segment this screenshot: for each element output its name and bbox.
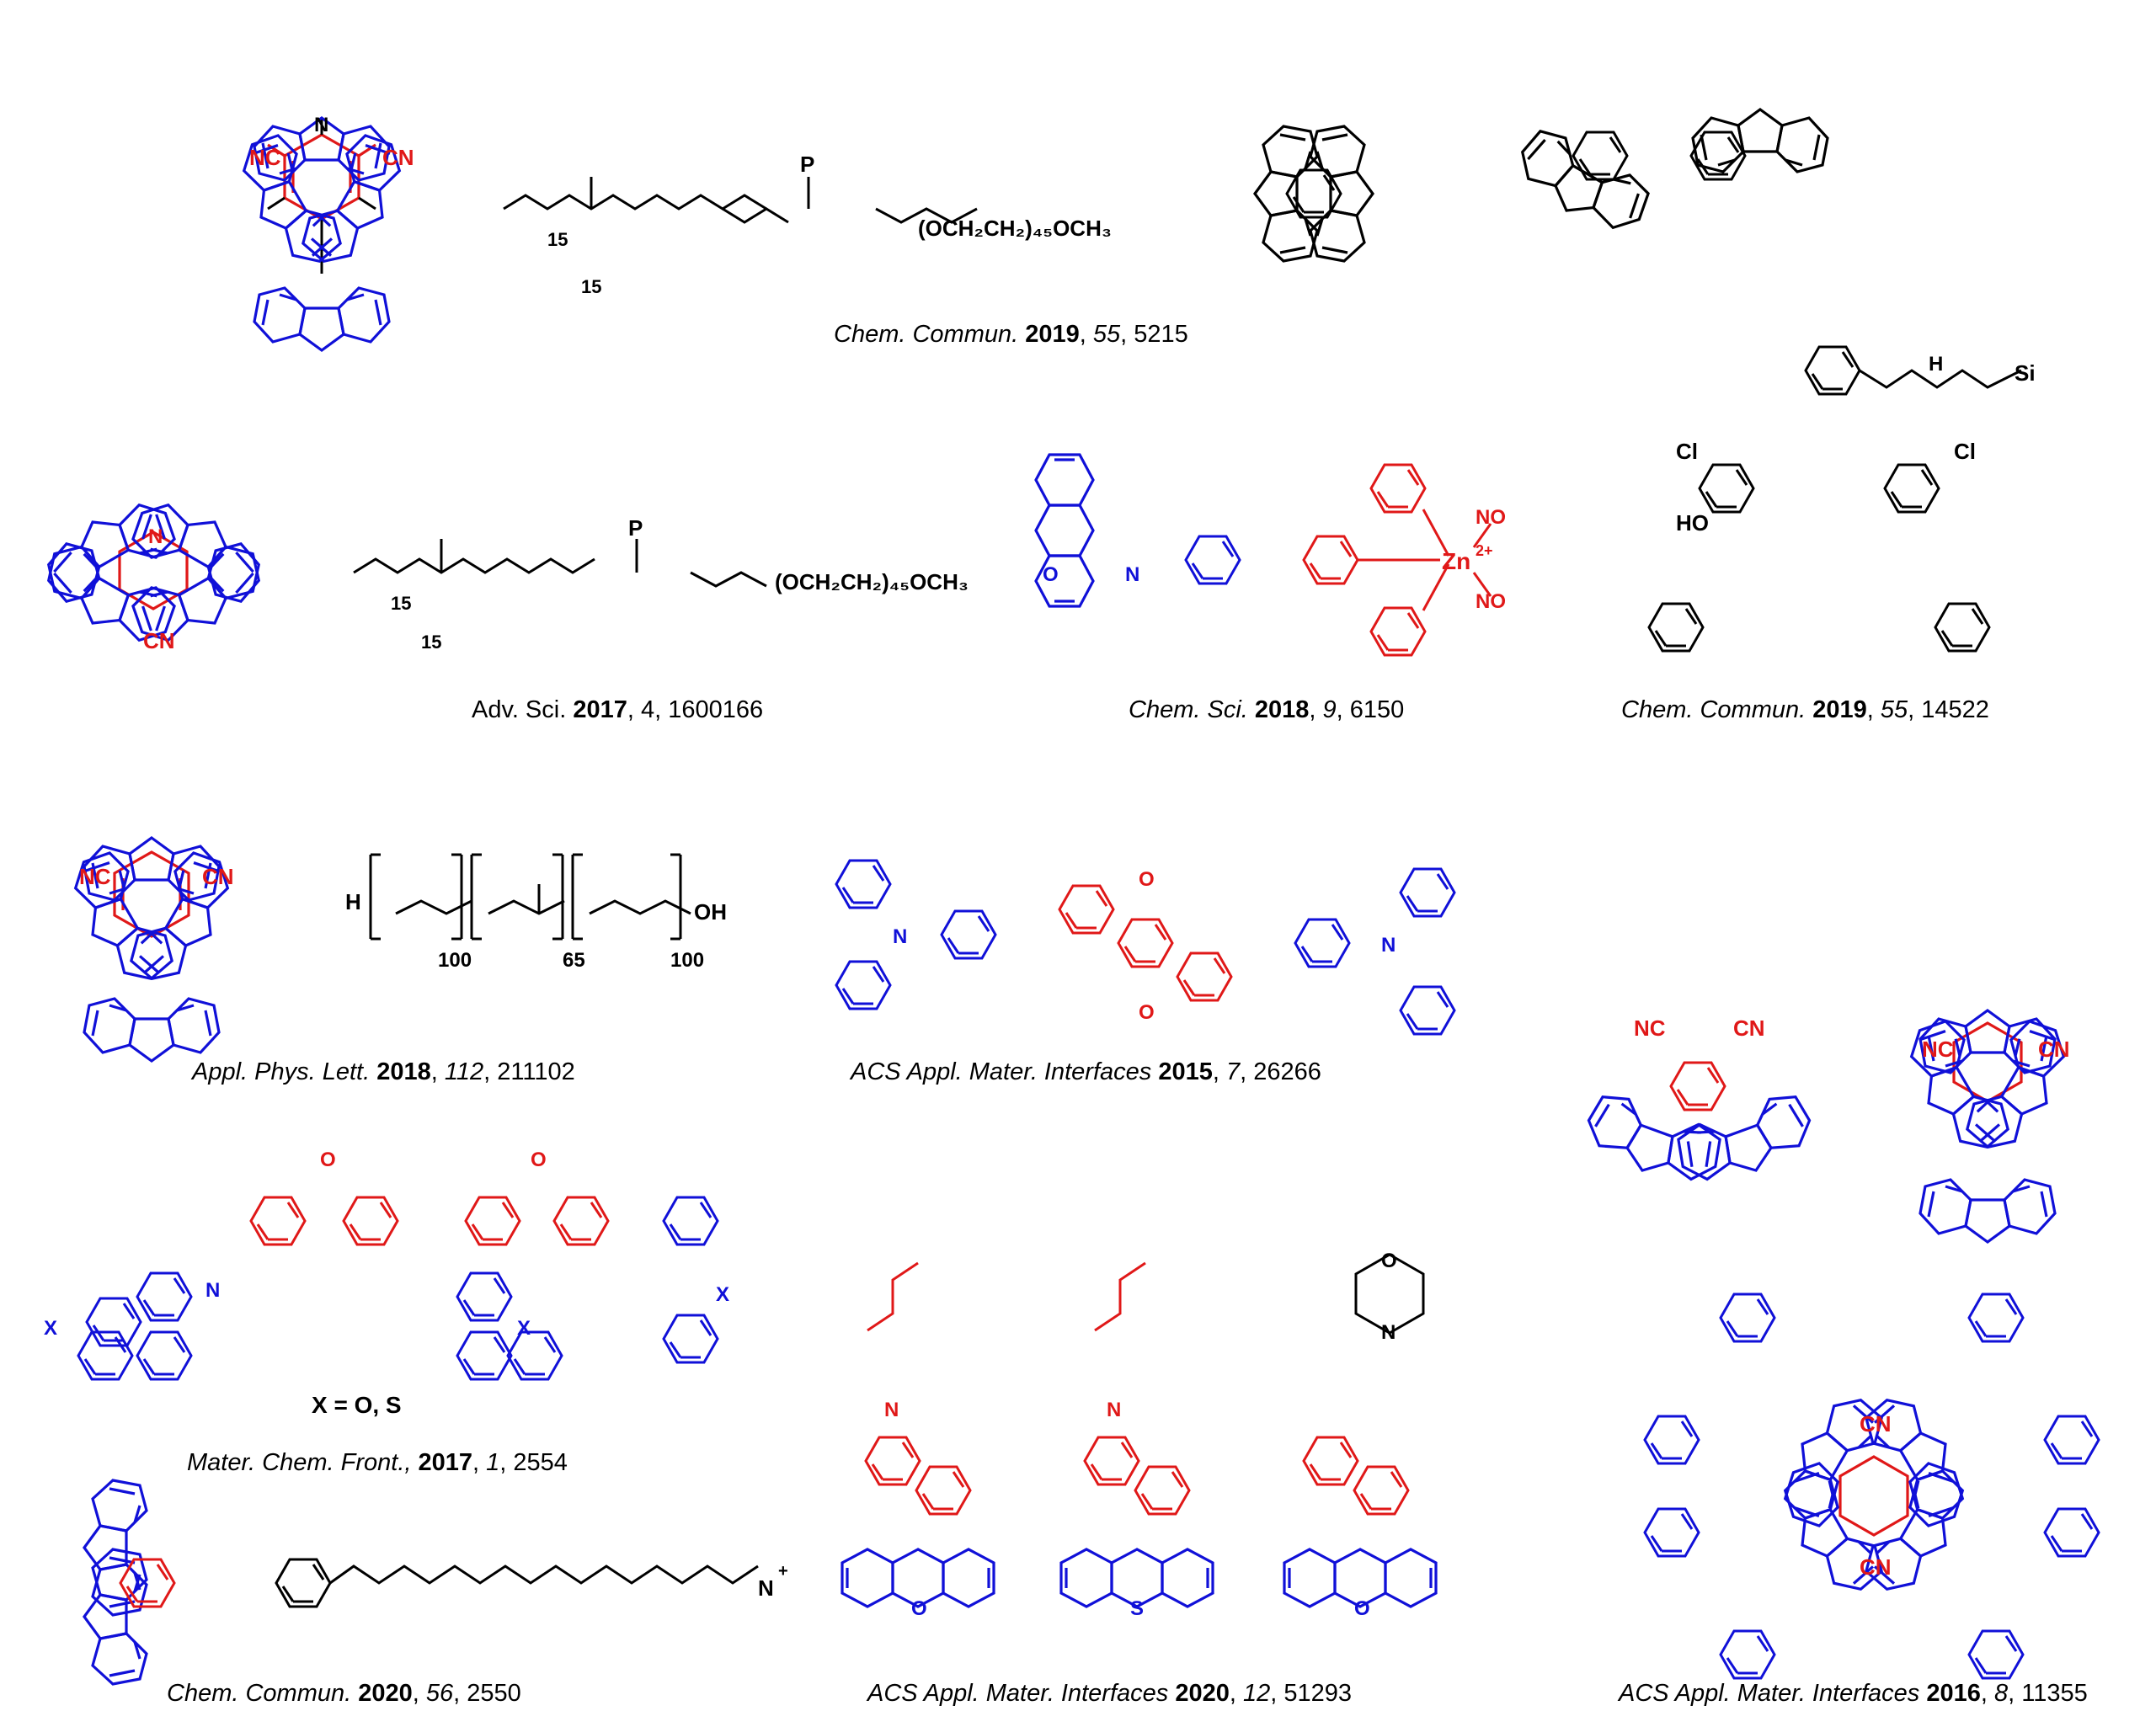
h-label: H (345, 889, 361, 914)
x-definition-label: X = O, S (312, 1392, 402, 1418)
n-label: N (893, 925, 907, 948)
nc-label: NC (1922, 1037, 1954, 1062)
o-label: O (320, 1149, 336, 1171)
citation-9: ACS Appl. Mater. Interfaces 2020, 12, 51… (866, 1680, 1352, 1707)
cl-label: Cl (1954, 439, 1976, 464)
chain-length-label: 15 (547, 229, 568, 250)
n-label: N (314, 114, 328, 136)
o-label: O (1043, 563, 1059, 586)
p-label: P (628, 515, 643, 541)
nc-label: NC (79, 864, 111, 889)
repeat-count-label: 100 (670, 949, 704, 972)
n-label: N (758, 1575, 774, 1601)
structure-zn-terpyridine: Zn 2+ NO NO N O (1034, 453, 1506, 657)
nitrate-label: NO (1476, 590, 1506, 613)
cn-label: CN (1860, 1554, 1892, 1580)
n-plus-label: + (778, 1562, 788, 1580)
h-label: H (1929, 353, 1943, 376)
cn-label: CN (1860, 1411, 1892, 1436)
structure-benzophenone-mono: O X (464, 1149, 729, 1364)
structure-benzophenone-bis: N X X O (44, 1149, 563, 1381)
p-label: P (800, 152, 814, 177)
repeat-count-label: 100 (438, 949, 472, 972)
citation-7: Mater. Chem. Front., 2017, 1, 2554 (187, 1449, 568, 1476)
n-label: N (1381, 934, 1396, 957)
x-label: X (44, 1317, 57, 1340)
citation-1: Chem. Commun. 2019, 55, 5215 (834, 321, 1188, 348)
x-label: X (517, 1317, 531, 1340)
structure-4czipn-3: NC CN (1893, 1009, 2082, 1244)
repeat-count-label: 65 (563, 949, 585, 972)
structure-4czipn-2: NC CN (57, 836, 246, 1063)
structure-pluronic: H OH 100 65 100 (345, 853, 727, 972)
structure-naphthalimide-2: N S (1059, 1261, 1214, 1620)
cn-label: CN (143, 628, 175, 653)
cl-label: Cl (1676, 439, 1698, 464)
n-label: N (148, 525, 163, 548)
cn-label: CN (202, 864, 234, 889)
structure-lipid-peg-1: (OCH₂CH₂)₄₅OCH₃ 15 15 P (503, 152, 1112, 297)
o-label: O (1354, 1597, 1370, 1620)
structure-pyridine-cz: CN N (33, 487, 275, 658)
o-label: O (1381, 1250, 1397, 1272)
chain-length-label: 15 (391, 593, 411, 614)
structure-naphthalimide-3: O N O (1283, 1250, 1438, 1620)
zn-charge-label: 2+ (1476, 542, 1493, 559)
n-label: N (1381, 1321, 1396, 1344)
nc-label: NC (249, 145, 281, 170)
structure-phthalimide-ammonium: N + (83, 1479, 788, 1686)
nc-label: NC (1634, 1015, 1666, 1041)
n-label: N (205, 1279, 220, 1302)
structure-4czipn-1: NC CN N (226, 114, 418, 352)
ho-label: HO (1676, 510, 1709, 536)
cn-label: CN (382, 145, 414, 170)
n-label: N (884, 1399, 899, 1421)
structure-naphthalimide-1: N O (841, 1261, 995, 1620)
citation-3: Chem. Sci. 2018, 9, 6150 (1129, 696, 1404, 723)
citation-5: Appl. Phys. Lett. 2018, 112, 211102 (190, 1058, 575, 1085)
structure-lipid-peg-2: (OCH₂CH₂)₄₅OCH₃ 15 15 P (353, 515, 969, 653)
nitrate-label: NO (1476, 506, 1506, 529)
structure-dichloro-xanthene: Si Cl Cl HO H (1647, 345, 2036, 653)
cn-label: CN (1733, 1015, 1765, 1041)
chain-length-label: 15 (581, 276, 601, 297)
x-label: X (716, 1283, 729, 1306)
citation-6: ACS Appl. Mater. Interfaces 2015, 7, 262… (849, 1058, 1321, 1085)
n-label: N (1107, 1399, 1121, 1421)
citation-4: Chem. Commun. 2019, 55, 14522 (1621, 696, 1989, 723)
structure-mcp (1253, 125, 1374, 263)
structure-anthraquinone-tpa: O O N N (835, 859, 1456, 1036)
peg-chain-label: (OCH₂CH₂)₄₅OCH₃ (918, 216, 1112, 241)
oh-label: OH (694, 899, 727, 925)
n-label: N (1125, 563, 1139, 586)
si-label: Si (2015, 360, 2036, 386)
citation-2: Adv. Sci. 2017, 4, 1600166 (472, 696, 763, 723)
peg-chain-label: (OCH₂CH₂)₄₅OCH₃ (775, 569, 969, 594)
structure-tetra-phenylcarbazole-ipn: CN CN (1643, 1293, 2100, 1680)
zn-label: Zn (1442, 548, 1470, 574)
s-label: S (1130, 1597, 1144, 1620)
citation-8: Chem. Commun. 2020, 56, 2550 (167, 1680, 521, 1707)
chain-length-label: 15 (421, 632, 441, 653)
structure-2czpn: NC CN (1577, 1015, 1821, 1195)
o-label: O (1139, 868, 1155, 891)
o-label: O (1139, 1001, 1155, 1024)
o-label: O (531, 1149, 547, 1171)
citation-10: ACS Appl. Mater. Interfaces 2016, 8, 113… (1617, 1680, 2088, 1707)
cn-label: CN (2038, 1037, 2070, 1062)
o-label: O (911, 1597, 927, 1620)
structure-mcbp (1507, 108, 1829, 246)
